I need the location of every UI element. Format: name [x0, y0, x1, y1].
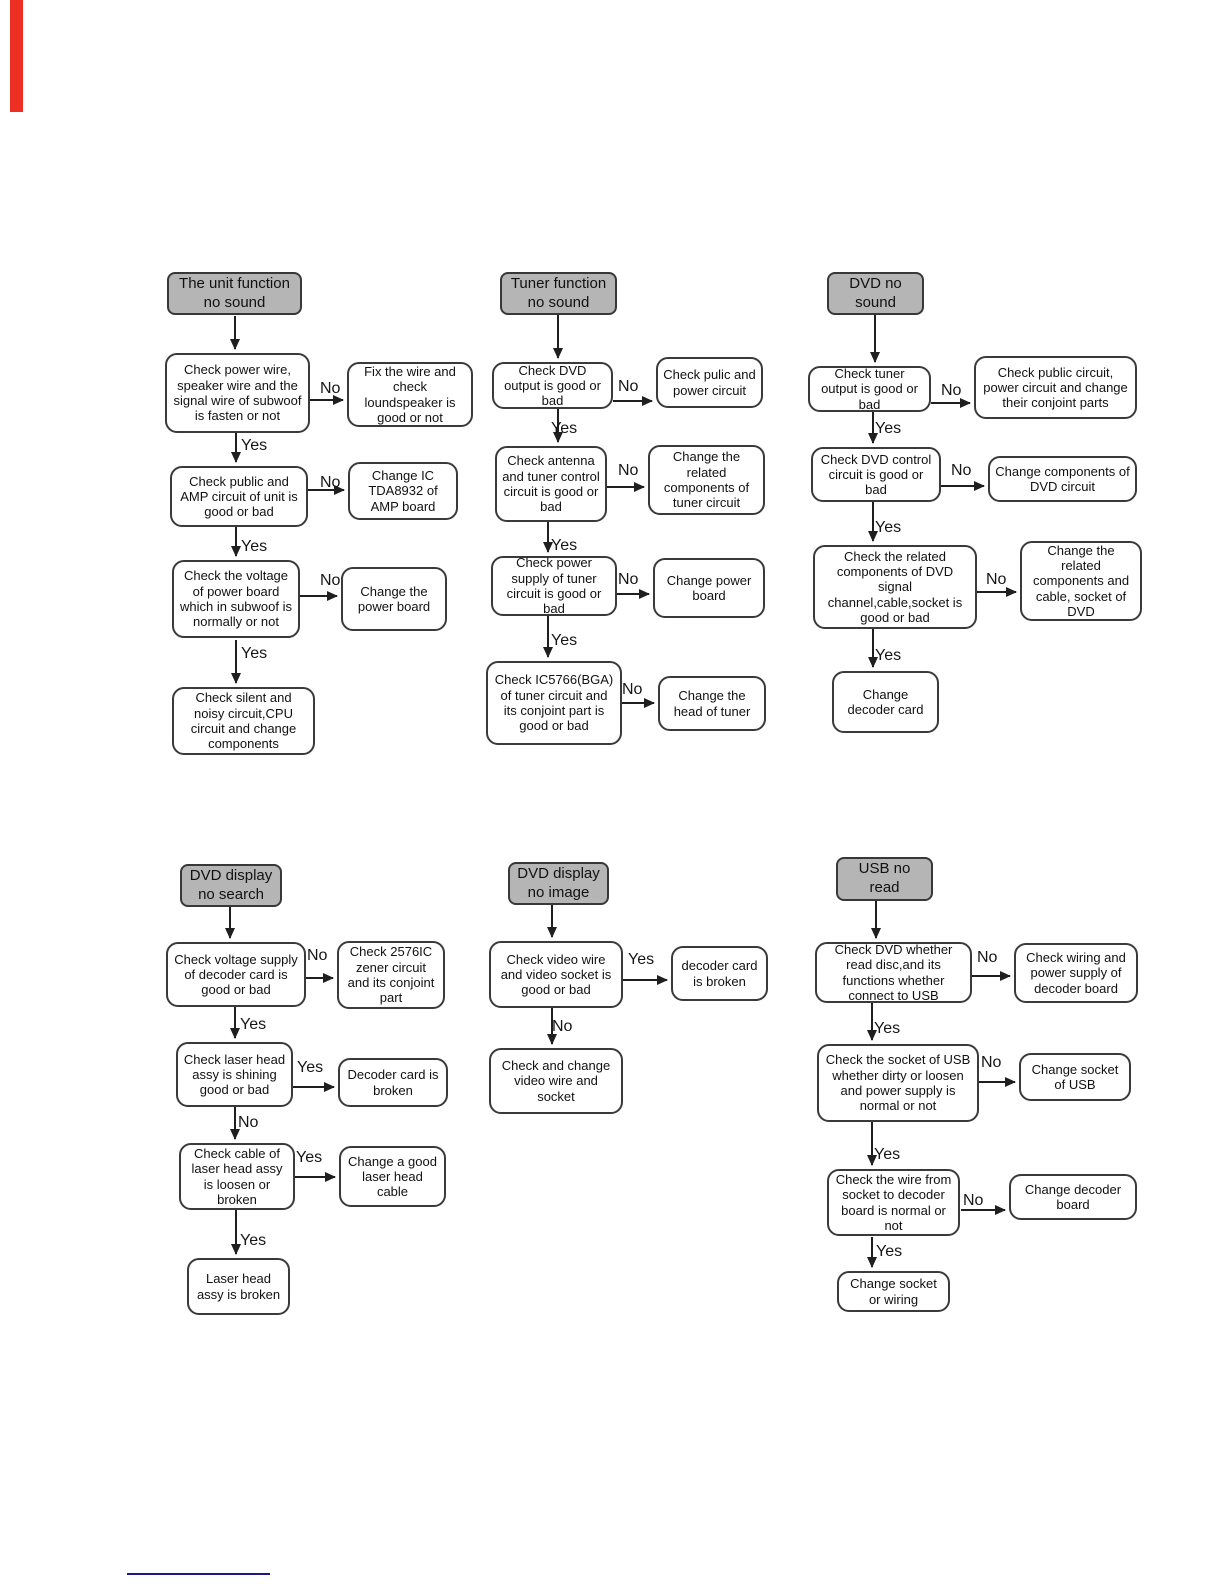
edge-label-yes: Yes [296, 1149, 323, 1166]
branch-box: Change IC TDA8932 of AMP board [348, 462, 458, 520]
edge-label-no: No [618, 378, 639, 395]
branch-box: Check public circuit, power circuit and … [974, 356, 1137, 419]
branch-box: Change socket of USB [1019, 1053, 1131, 1101]
edge-label-no: No [622, 681, 643, 698]
branch-box: Change decoder board [1009, 1174, 1137, 1220]
edge-label-no: No [552, 1018, 573, 1035]
step-box: Check DVD whether read disc,and its func… [815, 942, 972, 1003]
flow-title-unit-no-sound: The unit function no sound [167, 272, 302, 315]
edge-label-yes: Yes [551, 537, 578, 554]
step-box: Check public and AMP circuit of unit is … [170, 466, 308, 527]
step-box: Check the related components of DVD sign… [813, 545, 977, 629]
flow-title-dvd-no-image: DVD display no image [508, 862, 609, 905]
step-box: Change decoder card [832, 671, 939, 733]
branch-box: Change the related components and cable,… [1020, 541, 1142, 621]
edge-label-yes: Yes [875, 420, 902, 437]
edge-label-no: No [941, 382, 962, 399]
step-box: Check and change video wire and socket [489, 1048, 623, 1114]
revision-bar [10, 0, 23, 112]
flow-title-tuner-no-sound: Tuner function no sound [500, 272, 617, 315]
step-box: Check power wire, speaker wire and the s… [165, 353, 310, 433]
step-box: Check antenna and tuner control circuit … [495, 446, 607, 522]
footer-link-line [127, 1573, 270, 1575]
step-box: Laser head assy is broken [187, 1258, 290, 1315]
branch-box: Fix the wire and check loundspeaker is g… [347, 362, 473, 427]
edge-label-no: No [977, 949, 998, 966]
edge-label-no: No [238, 1114, 259, 1131]
step-box: Check voltage supply of decoder card is … [166, 942, 306, 1007]
branch-box: Check wiring and power supply of decoder… [1014, 943, 1138, 1003]
edge-label-yes: Yes [628, 951, 655, 968]
edge-label-yes: Yes [874, 1020, 901, 1037]
flow-title-dvd-no-sound: DVD no sound [827, 272, 924, 315]
edge-label-no: No [986, 571, 1007, 588]
branch-box: Check 2576IC zener circuit and its conjo… [337, 941, 445, 1009]
edge-label-no: No [320, 572, 341, 589]
edge-label-yes: Yes [876, 1243, 903, 1260]
edge-label-no: No [320, 380, 341, 397]
edge-label-yes: Yes [240, 1232, 267, 1249]
edge-label-yes: Yes [241, 538, 268, 555]
step-box: Check video wire and video socket is goo… [489, 941, 623, 1008]
edge-label-no: No [951, 462, 972, 479]
branch-box: Change the head of tuner [658, 676, 766, 731]
edge-label-yes: Yes [297, 1059, 324, 1076]
step-box: Change socket or wiring [837, 1271, 950, 1312]
branch-box: Check pulic and power circuit [656, 357, 763, 408]
step-box: Check IC5766(BGA) of tuner circuit and i… [486, 661, 622, 745]
step-box: Check silent and noisy circuit,CPU circu… [172, 687, 315, 755]
step-box: Check power supply of tuner circuit is g… [491, 555, 617, 616]
edge-label-yes: Yes [551, 420, 578, 437]
branch-box: Change the related components of tuner c… [648, 445, 765, 515]
edge-label-no: No [981, 1054, 1002, 1071]
edge-label-yes: Yes [875, 519, 902, 536]
step-box: Check laser head assy is shining good or… [176, 1042, 293, 1107]
step-box: Check cable of laser head assy is loosen… [179, 1143, 295, 1210]
branch-box: Change the power board [341, 567, 447, 631]
edge-label-no: No [320, 474, 341, 491]
step-box: Check DVD control circuit is good or bad [811, 447, 941, 502]
edge-label-yes: Yes [874, 1146, 901, 1163]
step-box: Check the socket of USB whether dirty or… [817, 1044, 979, 1122]
edge-label-yes: Yes [240, 1016, 267, 1033]
step-box: Check the wire from socket to decoder bo… [827, 1169, 960, 1236]
edge-label-yes: Yes [241, 437, 268, 454]
branch-box: Decoder card is broken [338, 1058, 448, 1107]
flow-title-usb-no-read: USB no read [836, 857, 933, 901]
step-box: Check DVD output is good or bad [492, 362, 613, 409]
branch-box: Change a good laser head cable [339, 1146, 446, 1207]
edge-label-yes: Yes [241, 645, 268, 662]
edge-label-yes: Yes [551, 632, 578, 649]
edge-label-no: No [307, 947, 328, 964]
step-box: Check the voltage of power board which i… [172, 560, 300, 638]
flow-title-dvd-no-search: DVD display no search [180, 864, 282, 907]
edge-label-no: No [963, 1192, 984, 1209]
step-box: Check tuner output is good or bad [808, 366, 931, 412]
edge-label-no: No [618, 462, 639, 479]
edge-label-yes: Yes [875, 647, 902, 664]
branch-box: decoder card is broken [671, 946, 768, 1001]
branch-box: Change components of DVD circuit [988, 456, 1137, 502]
branch-box: Change power board [653, 558, 765, 618]
edge-label-no: No [618, 571, 639, 588]
